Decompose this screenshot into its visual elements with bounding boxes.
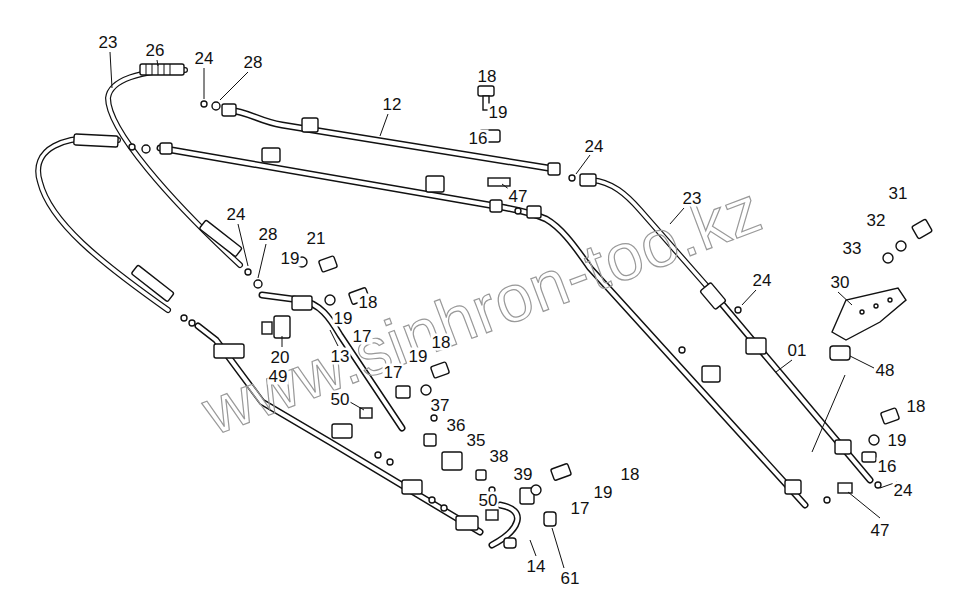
callout-number: 19 bbox=[488, 104, 509, 121]
callout-number: 18 bbox=[477, 68, 498, 85]
callout-number: 19 bbox=[887, 432, 908, 449]
callout-number: 31 bbox=[888, 185, 909, 202]
callout-number: 49 bbox=[268, 368, 289, 385]
callout-number: 39 bbox=[513, 466, 534, 483]
callout-number: 23 bbox=[682, 190, 703, 207]
callout-number: 23 bbox=[98, 34, 119, 51]
callout-number: 19 bbox=[333, 310, 354, 327]
callout-number: 01 bbox=[787, 342, 808, 359]
callout-number: 18 bbox=[906, 398, 927, 415]
callout-number: 18 bbox=[620, 466, 641, 483]
callout-number: 18 bbox=[358, 294, 379, 311]
callout-number: 30 bbox=[830, 274, 851, 291]
callout-number: 24 bbox=[584, 138, 605, 155]
callout-number: 19 bbox=[408, 348, 429, 365]
callout-number: 16 bbox=[468, 130, 489, 147]
callout-number: 48 bbox=[875, 362, 896, 379]
callout-number: 24 bbox=[893, 482, 914, 499]
callout-number: 20 bbox=[270, 349, 291, 366]
callout-number: 36 bbox=[446, 417, 467, 434]
callout-number: 47 bbox=[870, 522, 891, 539]
callout-number: 35 bbox=[466, 432, 487, 449]
callout-number: 33 bbox=[842, 240, 863, 257]
callout-number: 37 bbox=[430, 397, 451, 414]
callout-number: 24 bbox=[194, 50, 215, 67]
callout-number: 24 bbox=[752, 272, 773, 289]
callout-number: 24 bbox=[226, 206, 247, 223]
callout-number: 61 bbox=[560, 570, 581, 587]
callout-number: 26 bbox=[145, 42, 166, 59]
callout-number: 50 bbox=[330, 391, 351, 408]
callout-number: 13 bbox=[330, 348, 351, 365]
callout-number: 12 bbox=[382, 96, 403, 113]
callout-number: 14 bbox=[526, 558, 547, 575]
callout-number: 17 bbox=[352, 328, 373, 345]
callout-number: 47 bbox=[508, 188, 529, 205]
callout-number: 18 bbox=[431, 334, 452, 351]
callout-number: 19 bbox=[593, 484, 614, 501]
callout-number: 28 bbox=[258, 226, 279, 243]
callout-number: 21 bbox=[306, 230, 327, 247]
callout-number: 17 bbox=[383, 364, 404, 381]
callout-number: 19 bbox=[280, 250, 301, 267]
callout-number: 50 bbox=[478, 492, 499, 509]
callout-number: 32 bbox=[866, 212, 887, 229]
callout-number: 17 bbox=[570, 500, 591, 517]
callout-number: 38 bbox=[489, 448, 510, 465]
callout-number: 16 bbox=[877, 458, 898, 475]
callout-number: 28 bbox=[243, 54, 264, 71]
watermark: www.sinhron-too.kz bbox=[194, 175, 769, 445]
